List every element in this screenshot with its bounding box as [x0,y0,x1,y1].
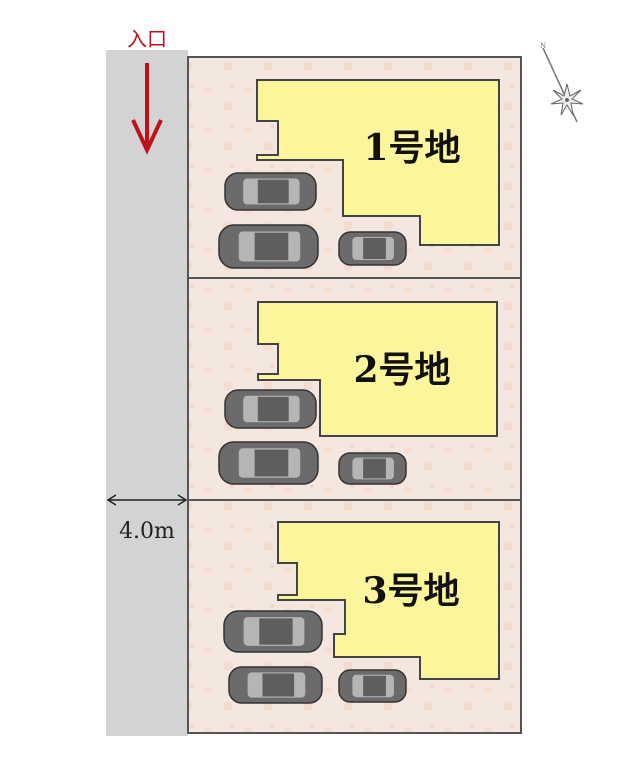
car-icon [338,452,407,485]
road-width-label: 4.0m [119,519,175,544]
car-icon [218,224,319,269]
car-icon [338,669,407,703]
lot-label-2: 2号地 [353,349,450,391]
entrance-label: 入口 [127,27,167,51]
road-width-dimension [106,494,188,506]
building-lot-1 [256,79,500,246]
road [106,50,188,736]
compass-icon: N [540,42,584,123]
svg-text:N: N [540,42,546,50]
building-lot-3 [277,521,500,680]
car-icon [224,172,317,211]
car-icon [223,610,323,653]
lot-label-1: 1号地 [363,127,460,169]
car-icon [218,441,319,485]
lot-label-3: 3号地 [362,570,459,612]
car-icon [338,231,407,266]
car-icon [224,389,317,429]
car-icon [228,666,323,704]
building-lot-2 [257,301,498,437]
entrance-arrow-icon [131,63,163,155]
